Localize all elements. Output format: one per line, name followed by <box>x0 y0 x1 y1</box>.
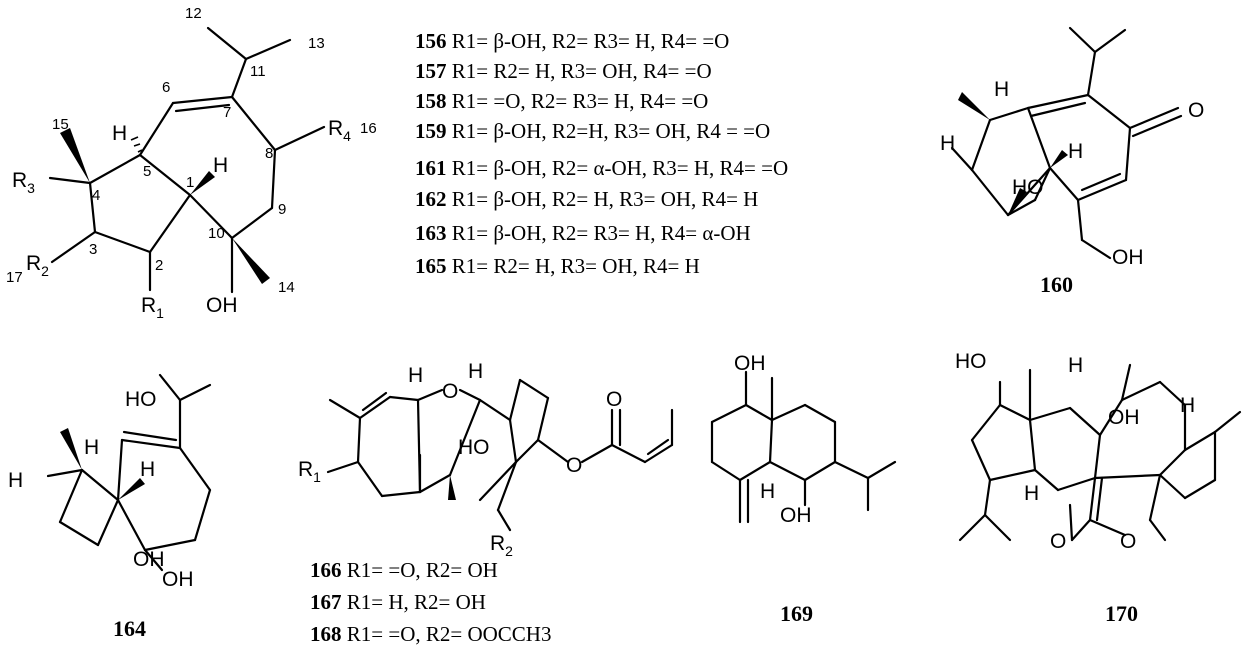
atom-number: 12 <box>185 5 202 22</box>
table-row: 158 R1= =O, R2= R3= H, R4= =O <box>415 89 708 113</box>
wedge-bond <box>118 478 145 500</box>
wedge-bond <box>958 92 990 120</box>
r1-label: R1 <box>298 458 321 485</box>
structure-164: HO H H H OH OH 164 <box>8 373 212 641</box>
substituent-table-1: 156 R1= β-OH, R2= R3= H, R4= =O 157 R1= … <box>415 29 788 278</box>
atom-number: 11 <box>250 63 266 80</box>
r4-label: R4 <box>328 117 351 144</box>
h-atom-label: H <box>1068 140 1083 163</box>
r2-label: R2 <box>490 532 513 559</box>
hydroxyl-label: HO <box>458 436 490 459</box>
wedge-bond <box>1008 188 1027 215</box>
structure-166-168: O H H HO O O R1 R2 <box>298 360 674 559</box>
table-row: 159 R1= β-OH, R2=H, R3= OH, R4 = =O <box>415 119 770 143</box>
ester-oxygen-label: O <box>566 454 582 477</box>
atom-number: 2 <box>155 257 163 274</box>
h-atom-label: H <box>1024 482 1039 505</box>
hydroxyl-label: HO <box>955 350 987 373</box>
atom-number: 15 <box>52 116 69 133</box>
structure-160: H H H O HO OH 160 <box>940 26 1204 297</box>
atom-number: 10 <box>208 225 225 242</box>
atom-number: 5 <box>143 163 151 180</box>
hydroxyl-label: OH <box>133 548 165 571</box>
table-row: 163 R1= β-OH, R2= R3= H, R4= α-OH <box>415 221 751 245</box>
h-atom-label: H <box>112 122 127 145</box>
r2-label: R2 <box>26 252 49 279</box>
wedge-bond <box>232 238 270 284</box>
h-atom-label: H <box>84 436 99 459</box>
wedge-bond <box>60 128 90 183</box>
table-row: 161 R1= β-OH, R2= α-OH, R3= H, R4= =O <box>415 156 788 180</box>
compound-number-170: 170 <box>1105 601 1138 626</box>
table-row: 166 R1= =O, R2= OH <box>310 558 498 582</box>
wedge-bond <box>1050 150 1068 168</box>
atom-number: 6 <box>162 79 170 96</box>
structure-170: HO OH H H H O O 170 <box>955 350 1242 626</box>
compound-number-160: 160 <box>1040 272 1073 297</box>
h-atom-label: H <box>760 480 775 503</box>
atom-number: 13 <box>308 35 325 52</box>
table-row: 165 R1= R2= H, R3= OH, R4= H <box>415 254 700 278</box>
table-row: 167 R1= H, R2= OH <box>310 590 486 614</box>
structure-169: OH OH H 169 <box>710 352 897 626</box>
h-atom-label: H <box>140 458 155 481</box>
h-atom-label: H <box>1068 354 1083 377</box>
h-atom-label: H <box>940 132 955 155</box>
ring-oxygen-label: O <box>442 380 458 403</box>
r3-label: R3 <box>12 169 35 196</box>
carbonyl-oxygen-label: O <box>1188 99 1204 122</box>
compound-number-169: 169 <box>780 601 813 626</box>
wedge-bond <box>60 428 82 470</box>
hydroxyl-label: OH <box>1112 246 1144 269</box>
h-atom-label: H <box>1180 394 1195 417</box>
scaffold-structure: H H R3 R4 R2 R1 OH 12 13 11 6 7 15 5 8 1… <box>6 5 377 321</box>
carbonyl-oxygen-label: O <box>606 388 622 411</box>
h-atom-label: H <box>213 154 228 177</box>
table-row: 168 R1= =O, R2= OOCCH3 <box>310 622 551 646</box>
hydroxyl-label: OH <box>1108 406 1140 429</box>
ring-oxygen-label: O <box>1120 530 1136 553</box>
carbonyl-oxygen-label: O <box>1050 530 1066 553</box>
atom-number: 3 <box>89 241 97 258</box>
h-atom-label: H <box>468 360 483 383</box>
table-row: 156 R1= β-OH, R2= R3= H, R4= =O <box>415 29 729 53</box>
atom-number: 16 <box>360 120 377 137</box>
atom-number: 9 <box>278 201 286 218</box>
h-atom-label: H <box>8 469 23 492</box>
substituent-table-2: 166 R1= =O, R2= OH 167 R1= H, R2= OH 168… <box>310 558 551 646</box>
atom-number: 7 <box>223 104 231 121</box>
atom-number: 8 <box>265 145 273 162</box>
hydroxyl-label: OH <box>162 568 194 591</box>
compound-number-164: 164 <box>113 616 146 641</box>
hydroxyl-label: OH <box>206 294 238 317</box>
atom-number: 1 <box>186 174 194 191</box>
h-atom-label: H <box>994 78 1009 101</box>
atom-number: 14 <box>278 279 295 296</box>
wedge-bond <box>190 171 215 195</box>
atom-number: 4 <box>92 187 100 204</box>
hydroxyl-label: HO <box>1012 176 1044 199</box>
wedge-bond <box>448 475 456 500</box>
h-atom-label: H <box>408 364 423 387</box>
table-row: 157 R1= R2= H, R3= OH, R4= =O <box>415 59 712 83</box>
table-row: 162 R1= β-OH, R2= H, R3= OH, R4= H <box>415 187 758 211</box>
hydroxyl-label: OH <box>734 352 766 375</box>
atom-number: 17 <box>6 269 23 286</box>
hydroxyl-label: OH <box>780 504 812 527</box>
hydroxyl-label: HO <box>125 388 157 411</box>
r1-label: R1 <box>141 294 164 321</box>
